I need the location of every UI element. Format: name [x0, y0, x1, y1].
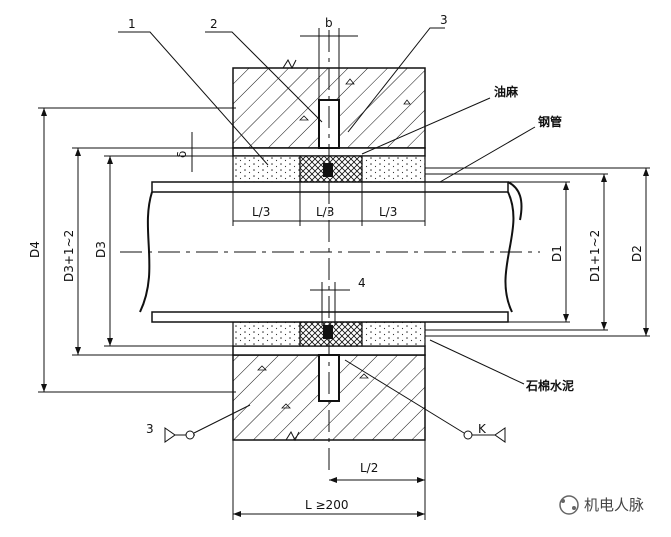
delta-lines [185, 132, 233, 172]
dimension-arrows-left [41, 108, 113, 392]
break-mark-top [282, 58, 297, 70]
dim-d1: D1 [550, 245, 564, 262]
dim-b-lines [300, 28, 358, 100]
dim-d2: D2 [630, 245, 644, 262]
section-mark-left-label: 3 [146, 422, 154, 436]
callout-steel-pipe: 钢管 [538, 114, 562, 129]
weld-top [323, 163, 333, 177]
dim-third-3: L/3 [379, 205, 397, 219]
dim-half: L/2 [360, 461, 378, 475]
dimension-arrows-right [563, 168, 649, 336]
dim-delta: δ [175, 151, 189, 158]
dim-third-2: L/3 [316, 205, 334, 219]
dim-third-1: L/3 [252, 205, 270, 219]
leader-lines [118, 27, 536, 385]
dim-length-min: L ≥200 [305, 498, 348, 512]
callout-oil-hemp: 油麻 [494, 84, 519, 99]
dim-d4: D4 [28, 241, 42, 258]
watermark-text: 机电人脉 [584, 496, 644, 514]
callout-part-2: 2 [210, 17, 218, 31]
steel-pipe [139, 181, 523, 323]
weld-bottom [323, 325, 333, 339]
dim-d3: D3 [94, 241, 108, 258]
callout-part-1: 1 [128, 17, 136, 31]
section-mark-right [344, 359, 506, 443]
dim-b: b [325, 16, 333, 30]
break-mark-bottom [285, 430, 300, 442]
dimension-lines-left [38, 107, 236, 393]
section-mark-left [164, 404, 251, 443]
dimension-lines-right [425, 167, 650, 337]
dim-4: 4 [358, 276, 366, 290]
dim-d3-tol: D3+1~2 [62, 230, 76, 282]
dim-d1-tol: D1+1~2 [588, 230, 602, 282]
callout-asbestos-cement: 石棉水泥 [525, 378, 574, 393]
watermark: 机电人脉 [559, 495, 644, 515]
packing-top [232, 155, 426, 183]
dim-4-lines [310, 282, 350, 325]
concrete-aggregate-marks [257, 78, 411, 409]
callout-part-3: 3 [440, 13, 448, 27]
dimension-arrows-bottom [233, 477, 425, 517]
dimension-thirds [232, 182, 426, 226]
section-mark-right-label: K [478, 422, 487, 436]
